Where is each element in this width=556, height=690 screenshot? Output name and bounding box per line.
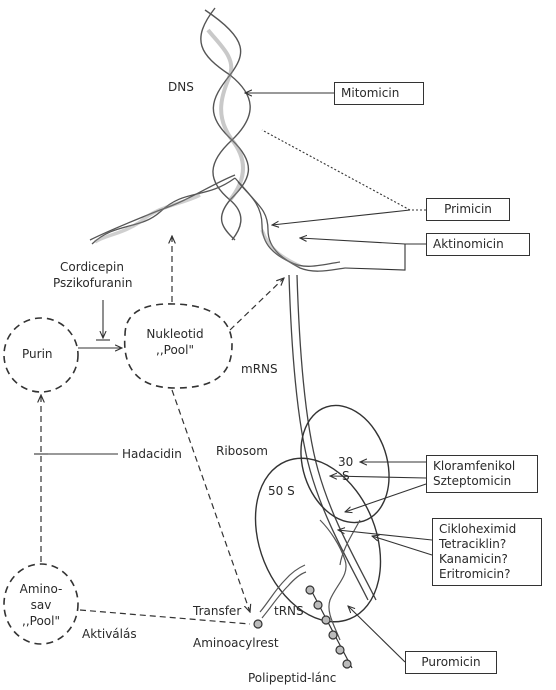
puromicin-text: Puromicin <box>412 655 490 670</box>
hadacidin-label: Hadacidin <box>122 447 182 462</box>
transfer-label: Transfer <box>193 604 241 619</box>
aminosav-label-3: ,,Pool" <box>8 614 74 629</box>
ribosom-label: Ribosom <box>216 444 268 459</box>
nukleotid-label: Nukleotid <box>140 327 210 342</box>
trns-label: tRNS <box>274 604 304 619</box>
aminoacylrest-label: Aminoacylrest <box>193 636 279 651</box>
sztreptomicin-text: Szteptomicin <box>433 474 531 489</box>
puromicin-line <box>348 606 405 662</box>
dns-label: DNS <box>168 80 194 95</box>
cikloheximid-text: Cikloheximid <box>439 522 535 537</box>
aktinomicin-text: Aktinomicin <box>433 237 523 252</box>
aminosav-label-2: sav <box>8 598 74 613</box>
primicin-line-b <box>272 210 410 225</box>
cordicepin-label: Cordicepin <box>60 260 124 275</box>
purin-label: Purin <box>22 347 53 362</box>
kloramfenikol-text: Kloramfenikol <box>433 459 531 474</box>
pszikofuranin-label: Pszikofuranin <box>53 276 132 291</box>
primicin-line-a <box>262 130 426 210</box>
mitomicin-box: Mitomicin <box>334 82 424 105</box>
dna-helix <box>201 8 250 240</box>
dna-strand-left <box>90 175 235 244</box>
kloramfenikol-box: Kloramfenikol Szteptomicin <box>426 455 538 493</box>
dna-strand-right <box>235 178 345 271</box>
mrns-label: mRNS <box>241 362 278 377</box>
tetraciklin-text: Tetraciklin? <box>439 537 535 552</box>
mitomicin-text: Mitomicin <box>341 86 417 101</box>
primicin-text: Primicin <box>433 202 503 217</box>
puromicin-box: Puromicin <box>405 651 497 674</box>
primicin-box: Primicin <box>426 198 510 221</box>
polipeptid-label: Polipeptid-lánc <box>248 671 336 686</box>
subunit-50s-label: 50 S <box>268 484 295 499</box>
aktinomicin-line-b <box>345 244 405 270</box>
nukleotid-pool-label: ,,Pool" <box>140 343 210 358</box>
eritromicin-text: Eritromicin? <box>439 567 535 582</box>
kanamicin-text: Kanamicin? <box>439 552 535 567</box>
subunit-30-s-label: S <box>342 469 350 484</box>
aktinomicin-line-a <box>300 238 426 244</box>
polypeptide-chain <box>306 586 352 668</box>
subunit-30-label: 30 <box>338 455 353 470</box>
arrow-nukleotid-to-mrna <box>230 278 284 330</box>
aktivalas-label: Aktiválás <box>82 627 137 642</box>
cikloheximid-box: Cikloheximid Tetraciklin? Kanamicin? Eri… <box>432 518 542 586</box>
aminosav-label-1: Amino- <box>8 582 74 597</box>
kloram-to-50s-line <box>345 484 426 512</box>
aktinomicin-box: Aktinomicin <box>426 233 530 256</box>
arrow-nukleotid-to-trna <box>172 390 250 612</box>
aminoacyl-dot <box>254 620 262 628</box>
